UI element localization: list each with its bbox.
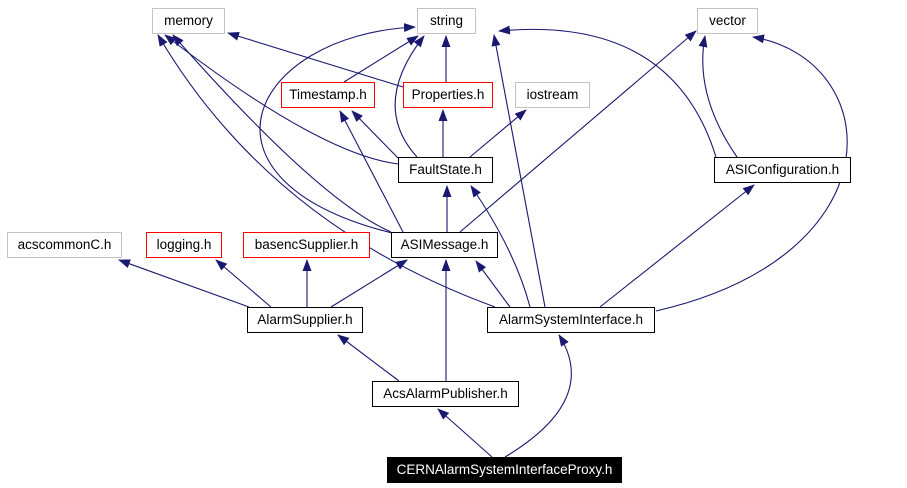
node-alarmsysteminterface-h[interactable]: AlarmSystemInterface.h <box>487 307 655 333</box>
edge-alarmsupplier-h-to-asimessage-h <box>330 259 408 308</box>
node-logging-h[interactable]: logging.h <box>146 232 222 258</box>
edge-acsalarmpublisher-h-to-alarmsupplier-h <box>337 334 400 382</box>
edge-cernalarmsysteminterfaceproxy-h-to-acsalarmpublisher-h <box>437 408 493 458</box>
node-vector: vector <box>697 8 758 34</box>
node-asimessage-h[interactable]: ASIMessage.h <box>391 232 498 258</box>
node-basencsupplier-h[interactable]: basencSupplier.h <box>243 232 370 258</box>
edge-properties-h-to-memory <box>227 31 404 88</box>
edge-faultstate-h-to-string <box>394 35 425 158</box>
edge-alarmsysteminterface-h-to-asimessage-h <box>475 260 511 308</box>
edge-alarmsysteminterface-h-to-string <box>491 34 546 308</box>
edge-alarmsupplier-h-to-acscommonc-h <box>118 259 250 308</box>
node-faultstate-h[interactable]: FaultState.h <box>398 157 493 183</box>
edge-asimessage-h-to-memory <box>172 34 392 233</box>
edge-asimessage-h-to-string <box>259 23 416 234</box>
node-alarmsupplier-h[interactable]: AlarmSupplier.h <box>247 307 363 333</box>
node-memory: memory <box>152 8 225 34</box>
edge-alarmsysteminterface-h-to-asiconfiguration-h <box>599 184 755 308</box>
edge-asiconfiguration-h-to-vector <box>698 35 738 158</box>
node-string: string <box>417 8 476 34</box>
edge-asiconfiguration-h-to-string <box>498 25 717 158</box>
edge-asimessage-h-to-timestamp-h <box>339 110 404 233</box>
edge-alarmsysteminterface-h-to-faultstate-h <box>470 185 531 308</box>
edge-faultstate-h-to-timestamp-h <box>351 110 399 159</box>
edge-faultstate-h-to-iostream <box>469 109 527 158</box>
node-asiconfiguration-h[interactable]: ASIConfiguration.h <box>714 157 851 183</box>
edge-alarmsysteminterface-h-to-memory <box>157 34 496 308</box>
node-timestamp-h[interactable]: Timestamp.h <box>281 82 375 108</box>
edge-timestamp-h-to-string <box>343 35 419 83</box>
edge-faultstate-h-to-memory <box>164 34 399 165</box>
edge-cernalarmsysteminterfaceproxy-h-to-alarmsysteminterface-h <box>504 334 572 458</box>
node-properties-h[interactable]: Properties.h <box>403 82 493 108</box>
node-iostream: iostream <box>515 82 590 108</box>
node-acsalarmpublisher-h[interactable]: AcsAlarmPublisher.h <box>372 381 519 407</box>
node-cernalarmsysteminterfaceproxy-h: CERNAlarmSystemInterfaceProxy.h <box>387 457 622 483</box>
edge-alarmsupplier-h-to-logging-h <box>215 259 272 308</box>
node-acscommonc-h: acscommonC.h <box>7 232 122 258</box>
edge-asimessage-h-to-vector <box>459 30 697 233</box>
